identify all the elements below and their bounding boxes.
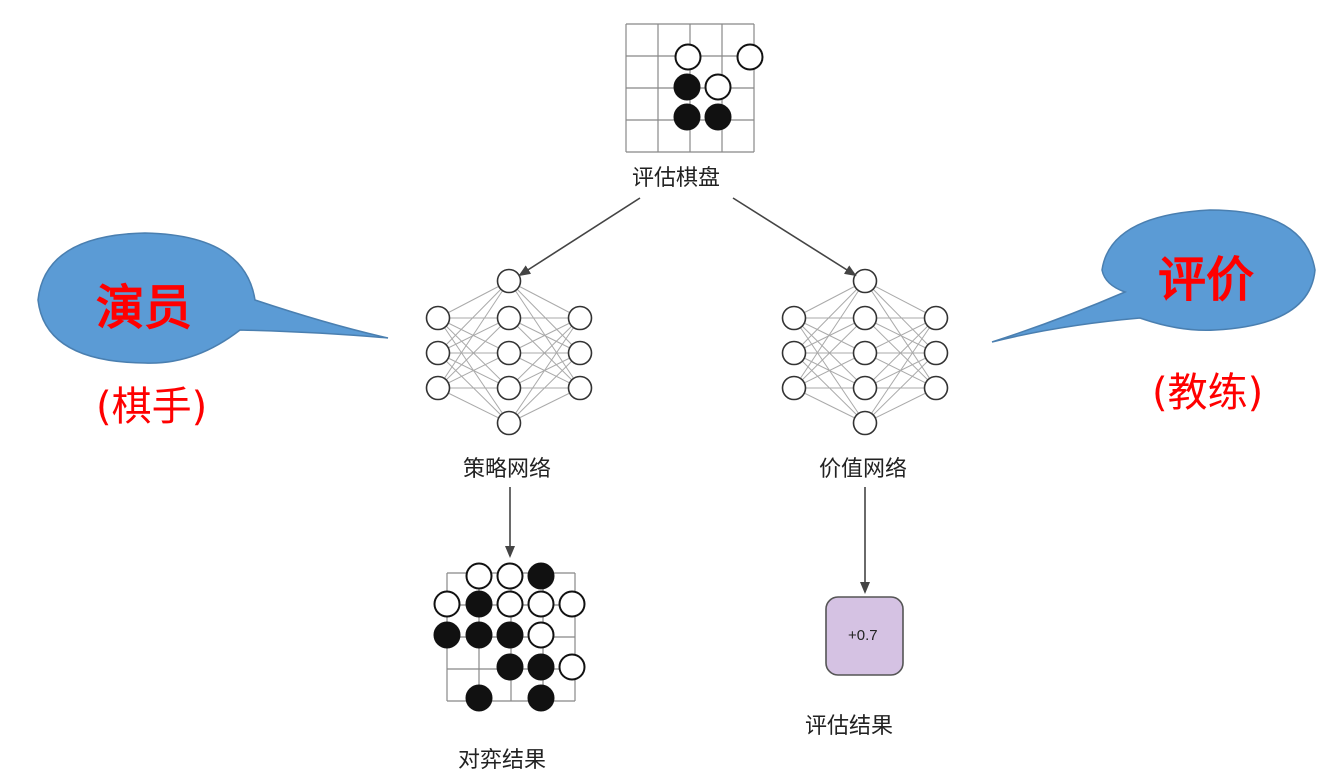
black-stone — [496, 621, 524, 649]
white-stone — [465, 562, 493, 590]
network-connection — [508, 280, 581, 389]
network-connection — [864, 317, 937, 389]
network-connection — [508, 352, 581, 424]
black-stone — [465, 590, 493, 618]
network-connection — [508, 317, 581, 354]
network-connection — [793, 280, 866, 354]
policy-network-icon — [425, 268, 593, 436]
network-connection — [793, 280, 866, 319]
network-neuron — [923, 305, 949, 331]
network-connection — [508, 387, 581, 424]
network-connection — [508, 317, 581, 424]
value-network-label: 价值网络 — [819, 457, 908, 482]
network-connection — [864, 317, 937, 424]
network-connection — [793, 280, 866, 389]
evaluated-go-board — [625, 23, 764, 153]
white-stone — [496, 562, 524, 590]
network-neuron — [496, 410, 522, 436]
network-neuron — [781, 375, 807, 401]
black-stone — [527, 684, 555, 712]
actor-title: 演员 — [96, 280, 193, 336]
critic-subtitle: (教练) — [1152, 370, 1264, 416]
network-neuron — [852, 340, 878, 366]
network-connection — [793, 387, 866, 424]
critic-speech-bubble — [991, 209, 1316, 343]
network-neuron — [496, 305, 522, 331]
network-connection — [508, 280, 581, 354]
network-neuron — [567, 305, 593, 331]
black-stone — [704, 103, 732, 131]
actor-speech-bubble — [37, 232, 389, 364]
network-neuron — [567, 340, 593, 366]
network-neuron — [852, 305, 878, 331]
game-result-label: 对弈结果 — [458, 748, 547, 773]
network-neuron — [923, 375, 949, 401]
black-stone — [527, 653, 555, 681]
network-connection — [437, 317, 510, 389]
black-stone — [465, 621, 493, 649]
actor-subtitle: (棋手) — [96, 384, 208, 430]
network-connection — [864, 352, 937, 424]
black-stone — [673, 73, 701, 101]
value-network-icon — [781, 268, 949, 436]
network-neuron — [567, 375, 593, 401]
network-neuron — [781, 340, 807, 366]
network-neuron — [852, 375, 878, 401]
white-stone — [558, 653, 586, 681]
white-stone — [496, 590, 524, 618]
network-connection — [437, 280, 510, 354]
network-connection — [864, 280, 937, 389]
network-neuron — [852, 410, 878, 436]
white-stone — [527, 590, 555, 618]
network-connection — [437, 280, 510, 389]
white-stone — [674, 43, 702, 71]
network-neuron — [496, 268, 522, 294]
critic-title: 评价 — [1158, 252, 1255, 308]
eval-board-label: 评估棋盘 — [632, 166, 721, 191]
black-stone — [527, 562, 555, 590]
network-neuron — [852, 268, 878, 294]
policy-network-label: 策略网络 — [463, 457, 552, 482]
white-stone — [558, 590, 586, 618]
network-connection — [864, 387, 937, 424]
network-connection — [437, 387, 510, 424]
white-stone — [527, 621, 555, 649]
white-stone — [736, 43, 764, 71]
network-neuron — [425, 305, 451, 331]
value-result-box — [825, 596, 904, 676]
network-neuron — [923, 340, 949, 366]
black-stone — [433, 621, 461, 649]
network-neuron — [496, 375, 522, 401]
network-connection — [864, 280, 937, 354]
network-connection — [437, 352, 510, 389]
game-result-go-board — [433, 562, 586, 712]
network-connection — [864, 280, 937, 319]
network-connection — [437, 317, 510, 354]
network-connection — [437, 280, 510, 319]
black-stone — [465, 684, 493, 712]
network-neuron — [425, 375, 451, 401]
white-stone — [704, 73, 732, 101]
arrow-board-to-policy — [518, 197, 641, 277]
network-neuron — [781, 305, 807, 331]
network-connection — [793, 317, 866, 354]
network-neuron — [425, 340, 451, 366]
eval-result-label: 评估结果 — [805, 714, 894, 739]
black-stone — [673, 103, 701, 131]
white-stone — [433, 590, 461, 618]
network-connection — [508, 317, 581, 389]
network-connection — [793, 352, 866, 389]
eval-value: +0.7 — [848, 627, 878, 644]
network-neuron — [496, 340, 522, 366]
arrow-board-to-value — [732, 197, 857, 277]
network-connection — [793, 317, 866, 389]
network-connection — [508, 280, 581, 319]
black-stone — [496, 653, 524, 681]
network-connection — [864, 317, 937, 354]
